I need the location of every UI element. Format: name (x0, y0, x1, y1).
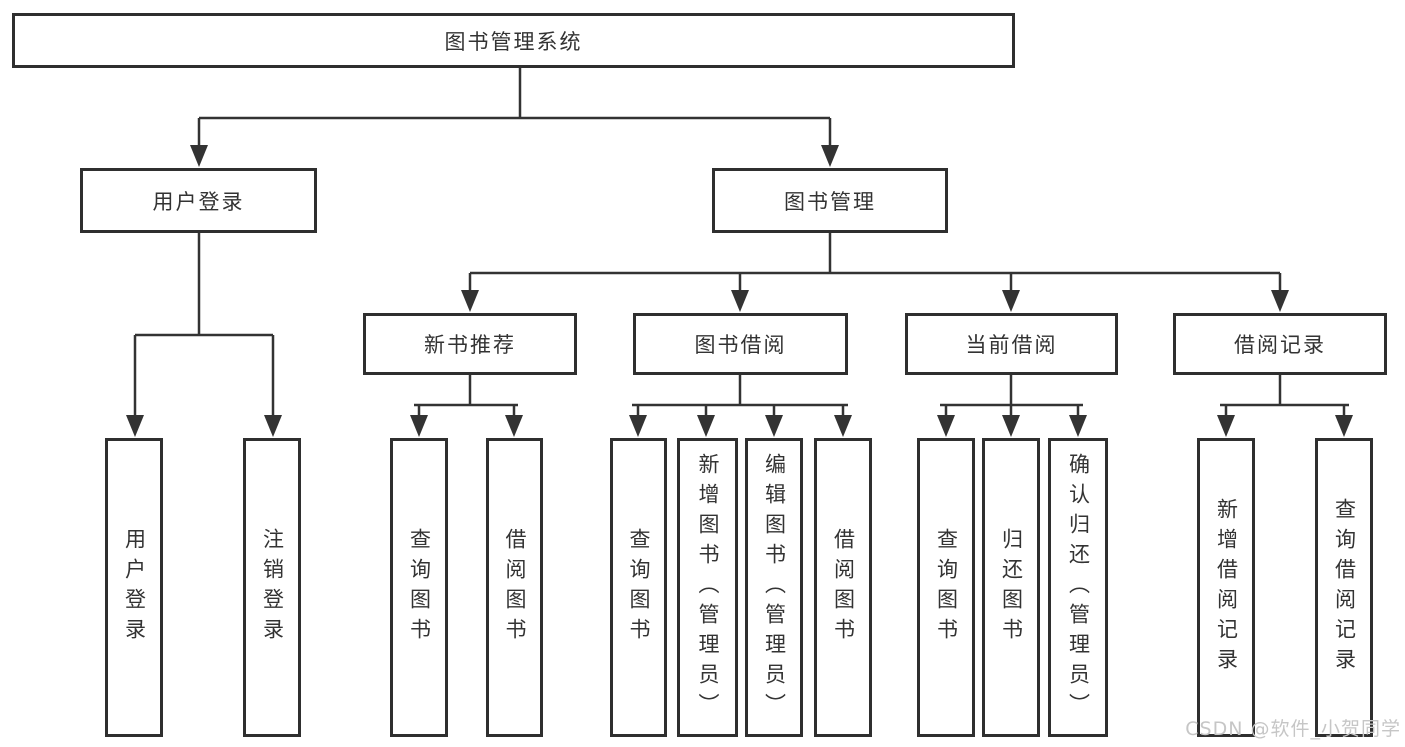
leaf-bb-add-books-admin: 新增图书（管理员） (677, 438, 738, 737)
node-new-book-recommend: 新书推荐 (363, 313, 577, 375)
leaf-bb-edit-books-admin: 编辑图书（管理员） (745, 438, 803, 737)
connector-borrow-records (1220, 375, 1349, 416)
leaf-br-query-record: 查询借阅记录 (1315, 438, 1373, 737)
leaf-br-add-record: 新增借阅记录 (1197, 438, 1255, 737)
leaf-cb-query-books: 查询图书 (917, 438, 975, 737)
leaf-cb-confirm-return-admin: 确认归还（管理员） (1048, 438, 1108, 737)
leaf-cb-query-books-label: 查询图书 (934, 527, 959, 648)
connector-book-management (468, 233, 1282, 291)
leaf-cb-return-books: 归还图书 (982, 438, 1040, 737)
node-book-borrow: 图书借阅 (633, 313, 848, 375)
leaf-bb-edit-books-admin-label: 编辑图书（管理员） (762, 452, 787, 723)
leaf-nb-borrow-books-label: 借阅图书 (503, 527, 527, 648)
node-library-system: 图书管理系统 (12, 13, 1015, 68)
connector-new-book (414, 375, 518, 416)
leaf-nb-query-books: 查询图书 (390, 438, 448, 737)
leaf-logout: 注销登录 (243, 438, 301, 737)
leaf-nb-borrow-books: 借阅图书 (486, 438, 543, 737)
leaf-cb-return-books-label: 归还图书 (999, 527, 1024, 648)
leaf-bb-query-books: 查询图书 (610, 438, 667, 737)
leaf-bb-add-books-admin-label: 新增图书（管理员） (696, 452, 720, 723)
leaf-user-login-label: 用户登录 (122, 527, 147, 648)
node-current-borrow: 当前借阅 (905, 313, 1118, 375)
leaf-logout-label: 注销登录 (260, 527, 285, 648)
connector-current-borrow (940, 375, 1083, 416)
leaf-nb-query-books-label: 查询图书 (407, 527, 432, 648)
arrowheads (126, 145, 1353, 437)
leaf-br-query-record-label: 查询借阅记录 (1332, 497, 1357, 678)
leaf-bb-query-books-label: 查询图书 (627, 527, 651, 648)
connector-book-borrow (632, 375, 848, 416)
leaf-bb-borrow-books-label: 借阅图书 (831, 527, 856, 648)
connector-root (197, 68, 832, 146)
connector-user-login (133, 233, 275, 416)
leaf-cb-confirm-return-admin-label: 确认归还（管理员） (1066, 452, 1091, 723)
csdn-watermark: CSDN @软件_小贺同学 (1185, 718, 1401, 740)
leaf-br-add-record-label: 新增借阅记录 (1214, 497, 1239, 678)
node-borrow-records: 借阅记录 (1173, 313, 1387, 375)
leaf-bb-borrow-books: 借阅图书 (814, 438, 872, 737)
leaf-user-login: 用户登录 (105, 438, 163, 737)
node-user-login-group: 用户登录 (80, 168, 317, 233)
node-book-management: 图书管理 (712, 168, 948, 233)
